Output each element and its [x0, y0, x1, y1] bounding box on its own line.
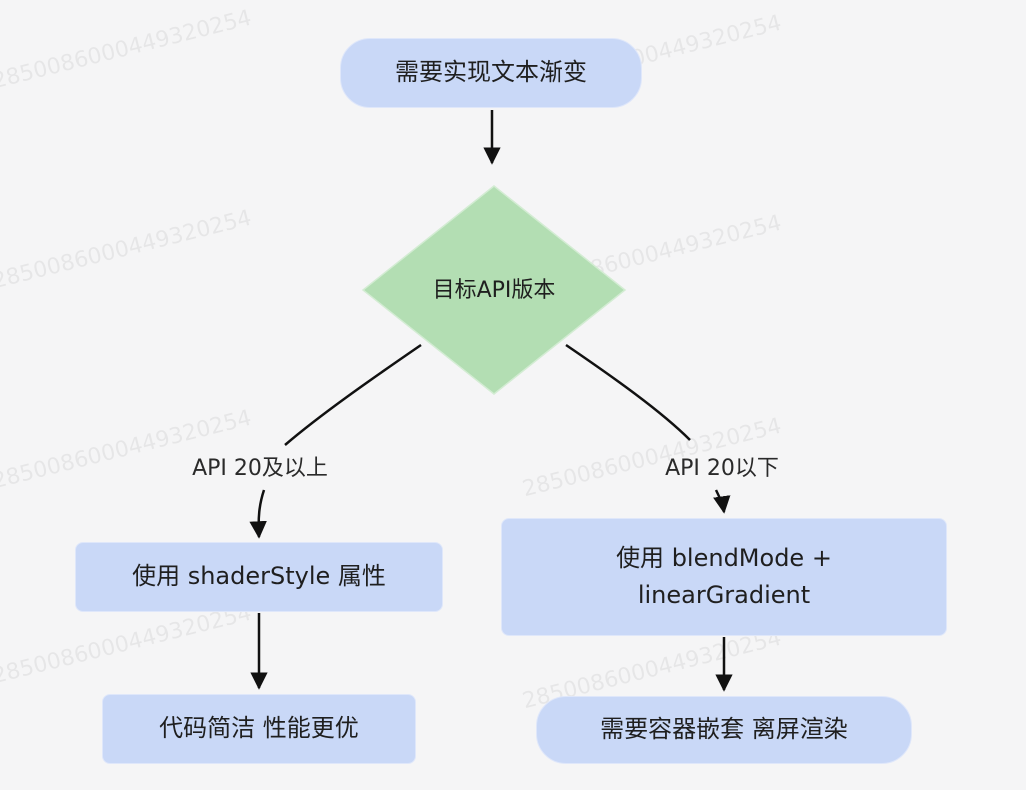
left-action-node: 使用 shaderStyle 属性: [75, 542, 443, 612]
right-action-label-line2: linearGradient: [637, 581, 811, 609]
right-action-node: 使用 blendMode + linearGradient: [501, 518, 947, 636]
left-result-node: 代码简洁 性能更优: [102, 694, 416, 764]
edge-decision-to-right-lower: [713, 489, 731, 514]
edge-decision-to-left-lower: [249, 489, 267, 539]
left-result-label: 代码简洁 性能更优: [159, 714, 359, 743]
right-result-node: 需要容器嵌套 离屏渲染: [536, 696, 912, 764]
edge-label-left: API 20及以上: [192, 456, 328, 481]
edge-decision-to-right-upper: [565, 343, 691, 441]
start-node-label: 需要实现文本渐变: [395, 58, 587, 87]
decision-node-label: 目标API版本: [363, 258, 625, 318]
decision-diamond: [361, 185, 627, 395]
right-action-label-line1: 使用 blendMode +: [616, 543, 832, 572]
left-action-label: 使用 shaderStyle 属性: [132, 562, 386, 591]
edge-decision-to-left-upper: [284, 343, 422, 446]
right-result-label: 需要容器嵌套 离屏渲染: [600, 715, 848, 744]
start-node: 需要实现文本渐变: [340, 38, 642, 108]
edge-label-right: API 20以下: [665, 456, 779, 481]
decision-text: 目标API版本: [432, 278, 556, 303]
